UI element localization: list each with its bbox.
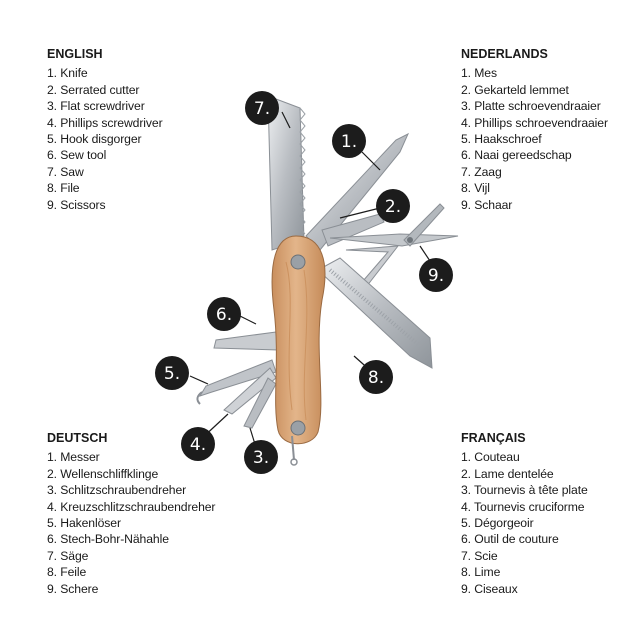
legend-item: 2. Wellenschliffklinge bbox=[47, 466, 159, 481]
legend-item: 6. Naai gereedschap bbox=[461, 148, 572, 163]
legend-item: 3. Tournevis à tête plate bbox=[461, 483, 588, 498]
callout-9: 9. bbox=[419, 258, 453, 292]
callout-label: 7. bbox=[254, 99, 270, 119]
callout-circle bbox=[419, 258, 453, 292]
callout-label: 1. bbox=[341, 132, 357, 152]
legend-item: 8. Vijl bbox=[461, 181, 490, 196]
callout-circle bbox=[244, 440, 278, 474]
legend-item: 6. Sew tool bbox=[47, 148, 107, 163]
legend-item: 5. Dégorgeoir bbox=[461, 516, 534, 531]
legend-item: 9. Scissors bbox=[47, 197, 106, 212]
legend-item: 4. Tournevis cruciforme bbox=[461, 499, 585, 514]
lower-tools bbox=[196, 331, 279, 429]
rivet-top bbox=[290, 254, 306, 270]
callout-label: 4. bbox=[190, 435, 206, 455]
callout-label: 6. bbox=[216, 305, 232, 325]
key-ring bbox=[291, 435, 295, 461]
callout-7: 7. bbox=[245, 91, 279, 125]
callout-circle bbox=[155, 356, 189, 390]
legend-german: DEUTSCH 1. Messer 2. Wellenschliffklinge… bbox=[47, 430, 216, 597]
legend-item: 1. Couteau bbox=[461, 450, 520, 465]
legend-heading: FRANÇAIS bbox=[461, 431, 526, 445]
legend-item: 5. Haakschroef bbox=[461, 132, 542, 147]
callout-circle bbox=[359, 360, 393, 394]
legend-item: 7. Scie bbox=[461, 548, 498, 563]
legend-heading: NEDERLANDS bbox=[461, 47, 548, 61]
legend-item: 7. Saw bbox=[47, 164, 84, 179]
legend-heading: DEUTSCH bbox=[47, 431, 108, 445]
callout-3: 3. bbox=[244, 440, 278, 474]
legend-item: 6. Outil de couture bbox=[461, 532, 559, 547]
rivet-bottom bbox=[290, 420, 306, 436]
legend-item: 4. Phillips screwdriver bbox=[47, 115, 163, 130]
callout-8: 8. bbox=[359, 360, 393, 394]
legend-french: FRANÇAIS 1. Couteau 2. Lame dentelée 3. … bbox=[461, 430, 588, 597]
legend-item: 4. Kreuzschlitzschraubendreher bbox=[47, 499, 216, 514]
legend-item: 1. Messer bbox=[47, 450, 100, 465]
file-blade bbox=[317, 257, 433, 369]
legend-item: 7. Säge bbox=[47, 548, 89, 563]
legend-item: 9. Schaar bbox=[461, 197, 513, 212]
legend-item: 8. Feile bbox=[47, 565, 87, 580]
legend-item: 6. Stech-Bohr-Nähahle bbox=[47, 532, 169, 547]
legend-dutch: NEDERLANDS 1. Mes 2. Gekarteld lemmet 3.… bbox=[461, 46, 608, 213]
legend-item: 9. Schere bbox=[47, 581, 99, 596]
legend-item: 5. Hook disgorger bbox=[47, 132, 142, 147]
callout-circle bbox=[245, 91, 279, 125]
legend-item: 4. Phillips schroevendraaier bbox=[461, 115, 608, 130]
legend-item: 1. Knife bbox=[47, 66, 88, 81]
legend-item: 8. File bbox=[47, 181, 80, 196]
callout-6: 6. bbox=[207, 297, 241, 331]
legend-item: 8. Lime bbox=[461, 565, 501, 580]
callout-label: 5. bbox=[164, 364, 180, 384]
legend-item: 3. Platte schroevendraaier bbox=[461, 99, 601, 114]
callout-label: 3. bbox=[253, 448, 269, 468]
legend-item: 7. Zaag bbox=[461, 164, 502, 179]
legend-item: 2. Gekarteld lemmet bbox=[461, 82, 569, 97]
callout-circle bbox=[181, 427, 215, 461]
callout-circle bbox=[376, 189, 410, 223]
legend-item: 5. Hakenlöser bbox=[47, 516, 121, 531]
legend-heading: ENGLISH bbox=[47, 47, 103, 61]
callout-4: 4. bbox=[181, 427, 215, 461]
callout-2: 2. bbox=[376, 189, 410, 223]
callout-1: 1. bbox=[332, 124, 366, 158]
legend-english: ENGLISH 1. Knife 2. Serrated cutter 3. F… bbox=[47, 46, 163, 213]
callout-circle bbox=[332, 124, 366, 158]
wooden-handle bbox=[271, 235, 326, 445]
legend-item: 9. Ciseaux bbox=[461, 581, 518, 596]
legend-item: 3. Flat screwdriver bbox=[47, 99, 145, 114]
legend-item: 3. Schlitzschraubendreher bbox=[47, 483, 187, 498]
callout-label: 8. bbox=[368, 368, 384, 388]
callout-circle bbox=[207, 297, 241, 331]
legend-item: 2. Serrated cutter bbox=[47, 82, 140, 97]
legend-item: 2. Lame dentelée bbox=[461, 466, 554, 481]
callout-5: 5. bbox=[155, 356, 189, 390]
legend-item: 1. Mes bbox=[461, 66, 497, 81]
callout-label: 9. bbox=[428, 266, 444, 286]
callout-label: 2. bbox=[385, 197, 401, 217]
